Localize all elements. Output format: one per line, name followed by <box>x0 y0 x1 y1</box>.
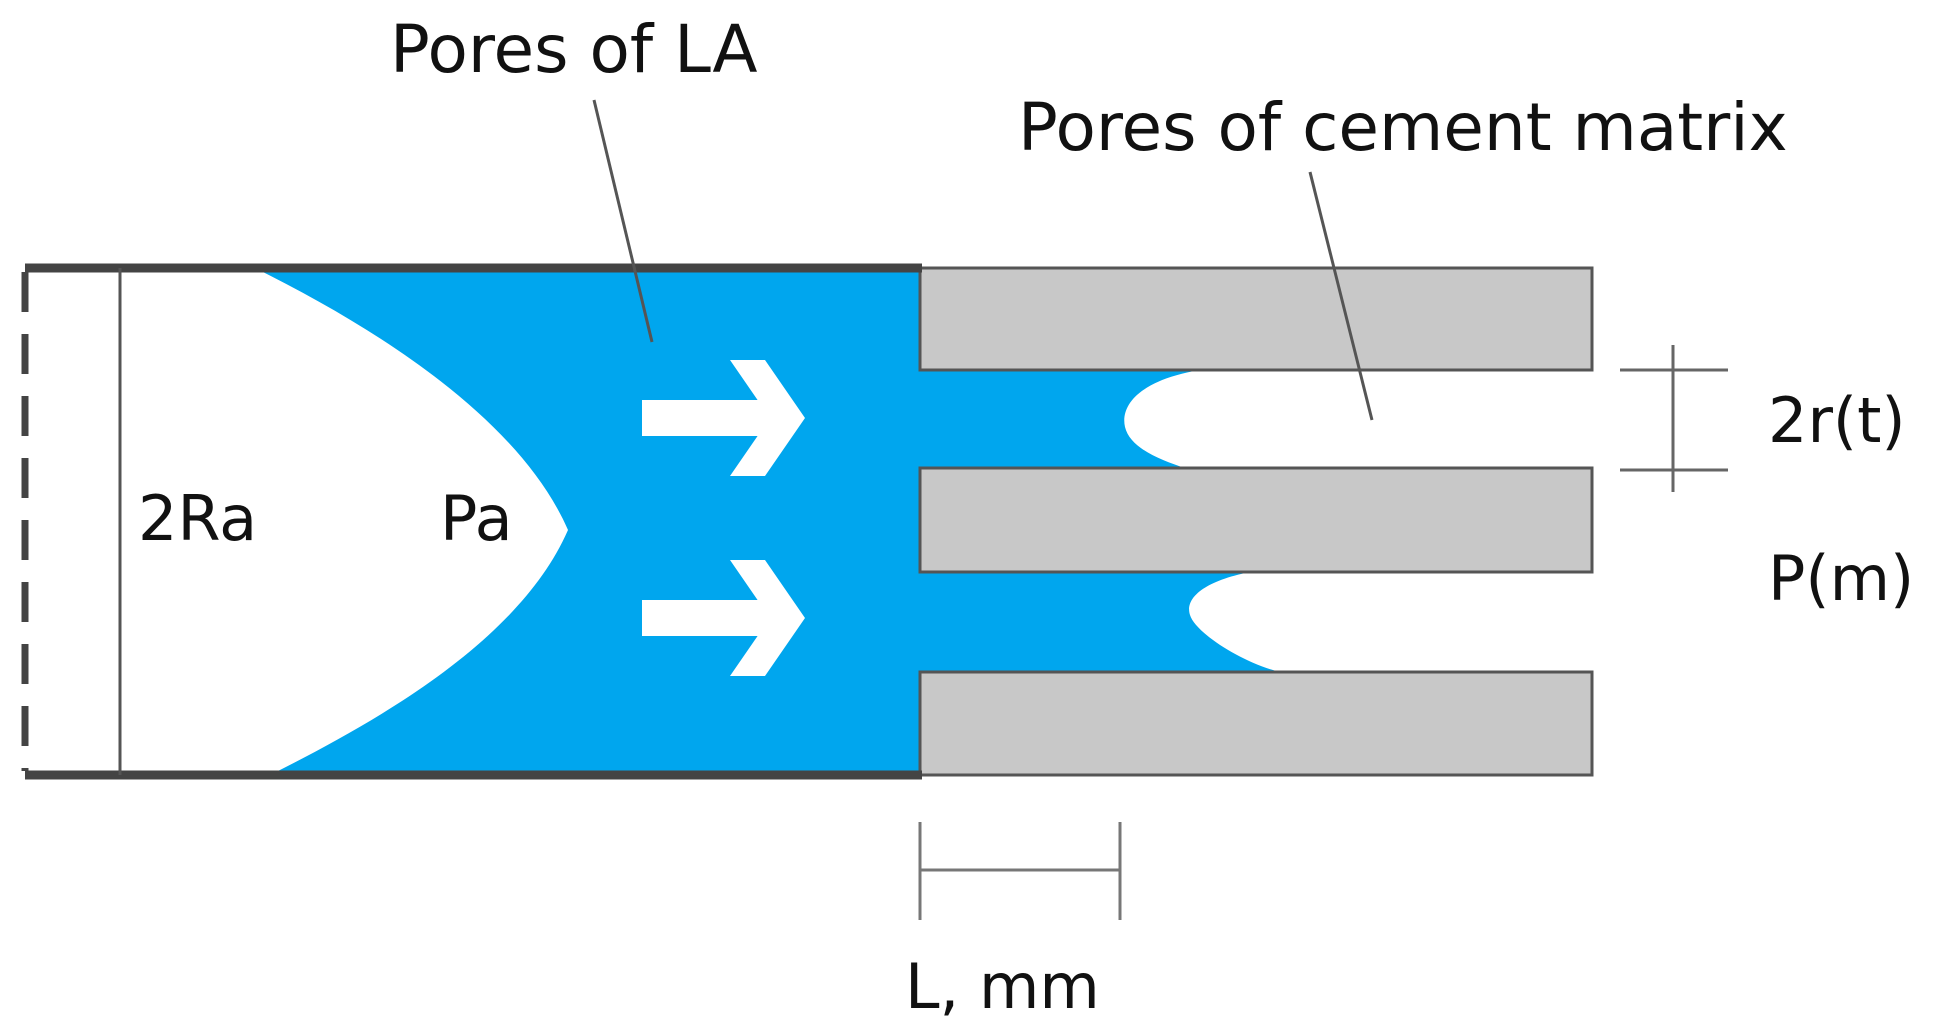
pores-la-leader-line <box>592 99 654 343</box>
l-mm-label: L, mm <box>905 950 1100 1023</box>
two-ra-label: 2Ra <box>138 482 257 555</box>
pores-cement-leader-line <box>1308 171 1374 421</box>
cement-strip-top <box>918 266 1594 372</box>
pores-cement-label: Pores of cement matrix <box>1018 89 1788 166</box>
flow-arrow-lower-icon <box>642 560 805 676</box>
flow-arrow-upper-icon <box>642 360 805 476</box>
la-pore-water <box>255 268 922 775</box>
cement-strip-bottom <box>918 670 1594 777</box>
cement-strip-middle <box>918 466 1594 574</box>
channel-water-lower <box>920 572 1280 672</box>
pa-label: Pa <box>440 482 513 555</box>
channel-water-upper <box>920 370 1200 468</box>
pores-la-label: Pores of LA <box>390 11 758 88</box>
two-rt-label: 2r(t) <box>1768 384 1906 457</box>
pm-label: P(m) <box>1768 542 1914 615</box>
